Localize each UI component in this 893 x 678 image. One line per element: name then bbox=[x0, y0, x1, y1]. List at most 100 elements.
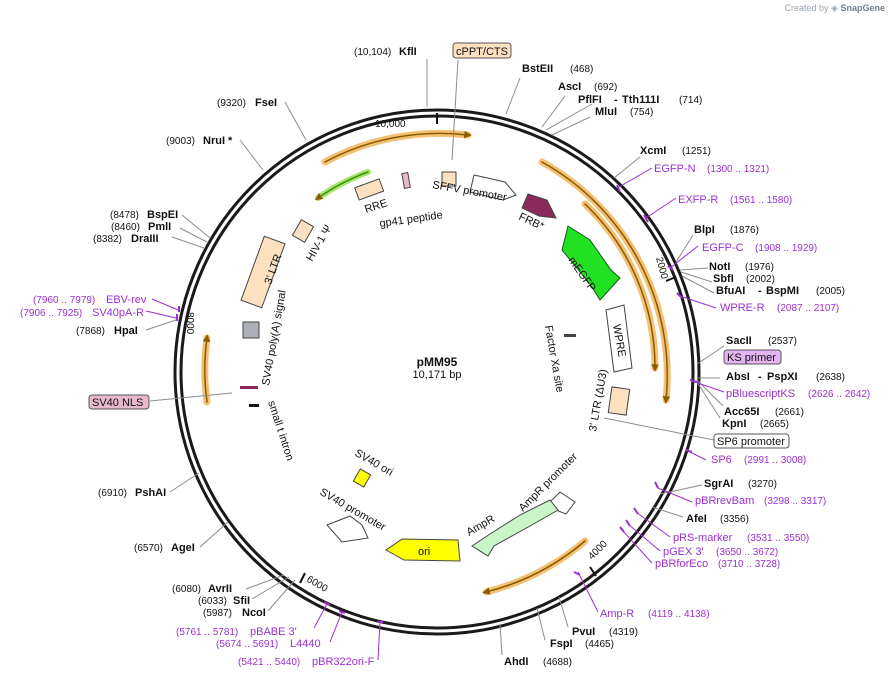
frb-arrow bbox=[521, 193, 557, 219]
enzyme-pos-bspei: (8478) bbox=[110, 210, 139, 221]
enzyme-leaders bbox=[145, 59, 725, 656]
label-wpre: WPRE bbox=[610, 323, 628, 358]
label-small-t-intron: small t intron bbox=[265, 399, 296, 462]
enzyme-afei: AfeI bbox=[686, 513, 707, 525]
enzyme-xcmi: XcmI bbox=[640, 145, 666, 157]
primer-mark-sv40pa-r bbox=[145, 310, 177, 319]
enzyme-pos-draiii: (8382) bbox=[93, 234, 122, 245]
enzyme-fsei: FseI bbox=[255, 97, 277, 109]
cppt-feature bbox=[441, 171, 457, 187]
snapgene-watermark: Created by ◈ SnapGene bbox=[785, 3, 886, 14]
enzyme-mlui: MluI bbox=[595, 106, 617, 118]
orf-arrows bbox=[201, 129, 671, 596]
enzyme-pos-asci: (692) bbox=[594, 82, 617, 93]
enzyme-tth111i: Tth111I bbox=[622, 94, 659, 106]
primer-range-pbrrevbam: (3298 .. 3317) bbox=[764, 496, 826, 507]
ruler-tick-4000 bbox=[589, 566, 597, 577]
primer-pbrforeco: pBRforEco bbox=[655, 558, 708, 570]
primer-range-ebv-rev: (7960 .. 7979) bbox=[33, 295, 95, 306]
primer-range-pbrforeco: (3710 .. 3728) bbox=[718, 559, 780, 570]
label-cppt-cts: cPPT/CTS bbox=[456, 46, 508, 58]
sv40-promoter-arrow bbox=[326, 515, 369, 543]
enzyme-fspi: FspI bbox=[550, 638, 573, 650]
enzyme-blpi: BlpI bbox=[694, 224, 715, 236]
primer-range-egfp-n: (1300 .. 1321) bbox=[707, 164, 769, 175]
primer-pbr322ori-f: pBR322ori-F bbox=[312, 656, 375, 668]
label-gp41: gp41 peptide bbox=[379, 209, 444, 230]
enzyme-pos-bsteii: (468) bbox=[570, 64, 593, 75]
primer-pgex3: pGEX 3' bbox=[663, 546, 704, 558]
hiv-psi-feature bbox=[291, 219, 315, 243]
enzyme-asci: AscI bbox=[558, 81, 581, 93]
small-t-intron-feature bbox=[249, 404, 259, 407]
wpre-feature bbox=[605, 304, 633, 373]
enzyme-pspxi: PspXI bbox=[767, 371, 798, 383]
primer-range-l4440: (5674 .. 5691) bbox=[216, 639, 278, 650]
enzyme-avrii: AvrII bbox=[208, 583, 232, 595]
enzyme-draiii: DraIII bbox=[131, 233, 159, 245]
svg-text:-: - bbox=[758, 285, 762, 297]
primer-range-sv40pa-r: (7906 .. 7925) bbox=[20, 308, 82, 319]
rre-feature bbox=[354, 178, 385, 201]
enzyme-sgrai: SgrAI bbox=[704, 478, 733, 490]
enzyme-agei: AgeI bbox=[171, 542, 195, 554]
enzyme-acc65i: Acc65I bbox=[724, 406, 759, 418]
enzyme-pos-agei: (6570) bbox=[134, 543, 163, 554]
enzyme-kfli: KflI bbox=[399, 46, 417, 58]
primer-mark-exfp-r bbox=[645, 197, 677, 219]
ruler-label-4000: 4000 bbox=[586, 538, 610, 562]
primer-pbluescriptks: pBluescriptKS bbox=[726, 388, 795, 400]
enzyme-pos-xcmi: (1251) bbox=[682, 146, 711, 157]
sffv-promoter-arrow bbox=[469, 174, 517, 201]
ori-arrow bbox=[385, 538, 461, 562]
features bbox=[240, 171, 633, 562]
label-rre: RRE bbox=[363, 197, 389, 216]
label-ks-primer: KS primer bbox=[727, 352, 776, 364]
primer-wpre-r: WPRE-R bbox=[720, 302, 765, 314]
primer-mark-pbrforeco bbox=[621, 529, 653, 564]
label-sv40-polya: SV40 poly(A) signal bbox=[260, 289, 289, 386]
ampr-arrow bbox=[471, 499, 559, 557]
boxed-labels: cPPT/CTS KS primer SP6 promoter SV40 NLS bbox=[88, 42, 790, 449]
primer-mark-egfp-c bbox=[669, 245, 699, 269]
enzyme-pos-mlui: (754) bbox=[630, 107, 653, 118]
primer-mark-ebv-rev bbox=[151, 298, 179, 311]
enzyme-pos-sbfi: (2002) bbox=[746, 274, 775, 285]
primer-range-egfp-c: (1908 .. 1929) bbox=[755, 243, 817, 254]
enzyme-hpai: HpaI bbox=[114, 325, 138, 337]
ruler: 10,000 2000 4000 6000 8000 bbox=[184, 113, 677, 595]
enzyme-pos-noti: (1976) bbox=[745, 262, 774, 273]
primer-sp6: SP6 bbox=[711, 454, 732, 466]
enzyme-pshai: PshAI bbox=[135, 487, 166, 499]
enzyme-absi: AbsI bbox=[726, 371, 750, 383]
enzyme-bspei: BspEI bbox=[147, 209, 178, 221]
enzyme-pos-pvui: (4319) bbox=[609, 627, 638, 638]
primer-l4440: L4440 bbox=[290, 638, 321, 650]
enzyme-pos-sgrai: (3270) bbox=[748, 479, 777, 490]
enzyme-pmli: PmlI bbox=[148, 221, 171, 233]
sv40-polya-feature bbox=[242, 321, 260, 339]
snapgene-logo-icon: ◈ bbox=[831, 3, 838, 13]
primer-range-prs-marker: (3531 .. 3550) bbox=[747, 533, 809, 544]
plasmid-length: 10,171 bp bbox=[413, 369, 462, 381]
primer-mark-pbabe3 bbox=[313, 603, 328, 629]
primer-mark-egfp-n bbox=[616, 167, 653, 189]
primer-marks bbox=[145, 167, 725, 661]
enzyme-pos-nrui: (9003) bbox=[166, 136, 195, 147]
enzyme-pos-afei: (3356) bbox=[720, 514, 749, 525]
enzyme-pos-sfii: (6033) bbox=[198, 596, 227, 607]
ltr-du3-feature bbox=[607, 386, 631, 416]
nls-feature bbox=[240, 386, 258, 389]
ruler-label-8000: 8000 bbox=[184, 312, 195, 335]
primer-exfp-r: EXFP-R bbox=[678, 194, 718, 206]
primer-mark-amp-r bbox=[577, 571, 599, 613]
primer-mark-wpre-r bbox=[679, 295, 717, 309]
watermark-brand: SnapGene bbox=[840, 3, 885, 13]
primer-range-sp6: (2991 .. 3008) bbox=[744, 455, 806, 466]
enzyme-nrui: NruI * bbox=[203, 135, 233, 147]
primer-mark-l4440 bbox=[329, 611, 343, 643]
primer-mark-pbrrevbam bbox=[657, 487, 693, 503]
enzyme-ncoi: NcoI bbox=[242, 607, 266, 619]
gp41-feature bbox=[401, 172, 411, 189]
enzyme-pvui: PvuI bbox=[572, 626, 595, 638]
